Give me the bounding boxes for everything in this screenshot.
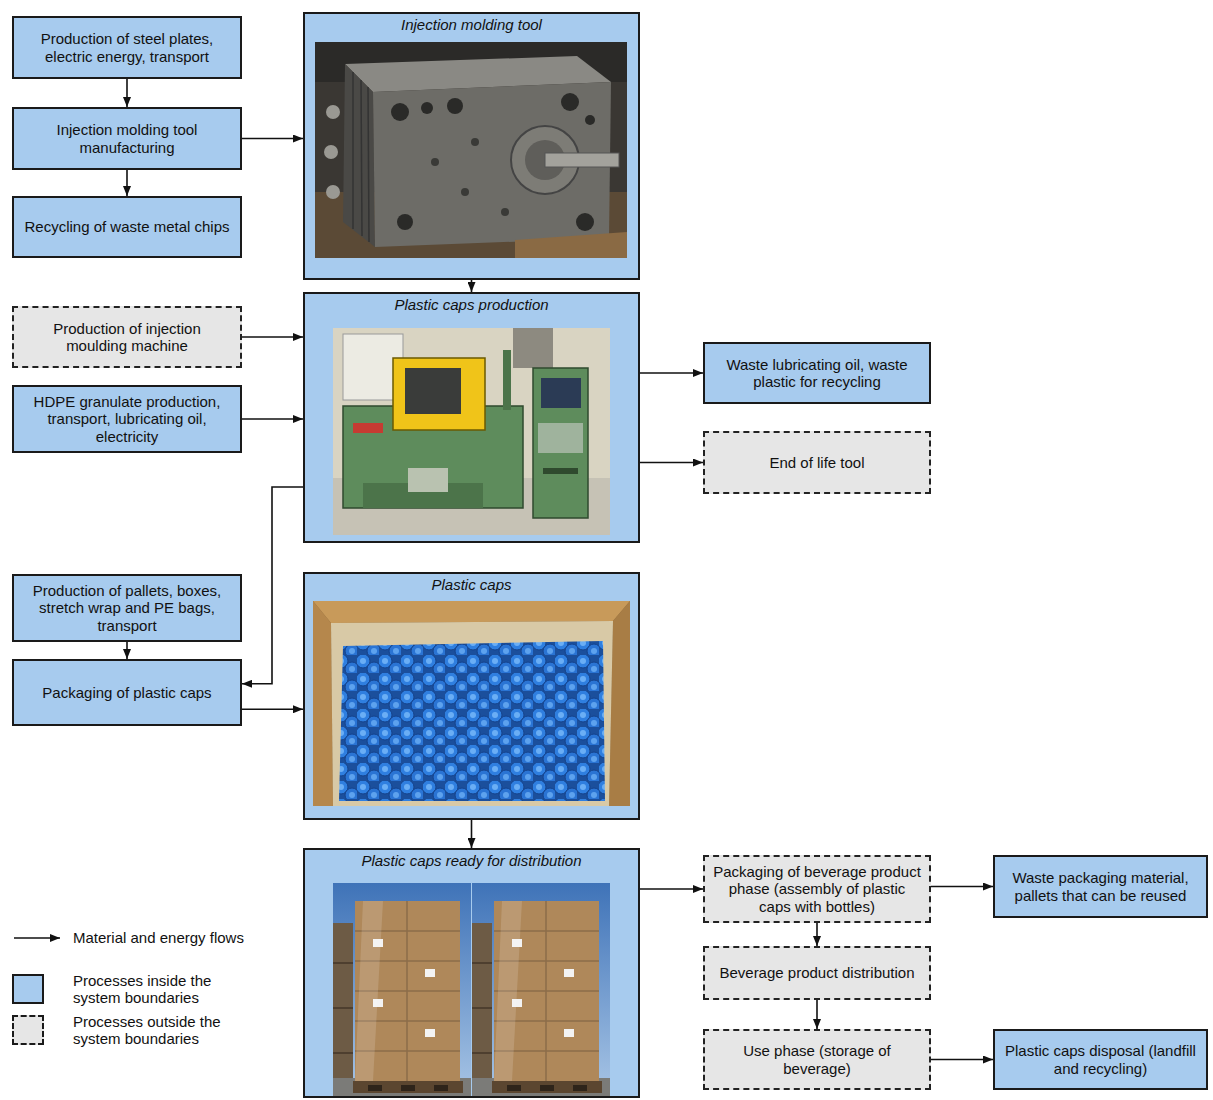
legend-swatch: [12, 1015, 44, 1045]
legend-entry: Processes outside the system boundaries: [12, 1013, 248, 1048]
process-box: Packaging of plastic caps: [12, 659, 242, 726]
mold-tool-photo: [315, 42, 627, 258]
flow-arrow: [640, 888, 703, 890]
legend-label: Processes outside the system boundaries: [73, 1013, 248, 1048]
node-label: Production of injection moulding machine: [21, 320, 233, 355]
legend-label: Processes inside the system boundaries: [73, 972, 248, 1007]
flow-arrow: [242, 138, 303, 140]
flow-arrow: [242, 418, 303, 420]
excluded-process-box: Use phase (storage of beverage): [703, 1029, 931, 1090]
process-box: Recycling of waste metal chips: [12, 196, 242, 258]
process-box: HDPE granulate production, transport, lu…: [12, 385, 242, 453]
excluded-process-box: Packaging of beverage product phase (ass…: [703, 855, 931, 923]
flow-arrow: [242, 708, 303, 710]
excluded-process-box: Production of injection moulding machine: [12, 306, 242, 368]
panel-heading: Injection molding tool: [401, 16, 542, 33]
process-box: Production of steel plates, electric ene…: [12, 16, 242, 79]
injection-machine-photo: [333, 328, 610, 535]
node-label: Recycling of waste metal chips: [24, 218, 229, 235]
caps-box-photo: [313, 601, 630, 806]
node-label: Injection molding tool manufacturing: [21, 121, 233, 156]
process-box: Waste lubricating oil, waste plastic for…: [703, 342, 931, 404]
pallet-photo: [333, 883, 610, 1098]
flow-arrow: [471, 820, 473, 848]
legend-key: [12, 929, 62, 947]
node-label: Production of steel plates, electric ene…: [21, 30, 233, 65]
legend: Material and energy flowsProcesses insid…: [12, 929, 248, 1047]
flow-arrow: [931, 886, 993, 888]
panel-heading: Plastic caps ready for distribution: [361, 852, 581, 869]
flow-arrow: [816, 923, 818, 946]
node-label: Beverage product distribution: [719, 964, 914, 981]
stage-panel-fill: [303, 12, 640, 1098]
process-box: Waste packaging material, pallets that c…: [993, 855, 1208, 918]
flow-arrow: [242, 487, 303, 684]
node-label: Waste packaging material, pallets that c…: [1002, 869, 1199, 904]
flow-arrow: [816, 1000, 818, 1029]
process-box: Plastic caps disposal (landfill and recy…: [993, 1029, 1208, 1090]
panel-heading: Plastic caps: [431, 576, 511, 593]
flow-arrow: [471, 280, 473, 292]
flow-arrow: [640, 462, 703, 464]
node-label: Packaging of plastic caps: [42, 684, 211, 701]
node-label: HDPE granulate production, transport, lu…: [21, 393, 233, 445]
flow-arrow: [126, 79, 128, 107]
legend-entry: Material and energy flows: [12, 929, 248, 947]
stage-panel: Plastic caps: [303, 572, 640, 820]
node-label: Production of pallets, boxes, stretch wr…: [21, 582, 233, 634]
process-box: Production of pallets, boxes, stretch wr…: [12, 574, 242, 642]
node-label: Use phase (storage of beverage): [712, 1042, 922, 1077]
excluded-process-box: End of life tool: [703, 431, 931, 494]
flow-arrow: [242, 336, 303, 338]
stage-panel: Injection molding tool: [303, 12, 640, 280]
flow-arrow: [126, 642, 128, 659]
stage-panel: Plastic caps ready for distribution: [303, 848, 640, 1098]
node-label: Waste lubricating oil, waste plastic for…: [712, 356, 922, 391]
flow-arrow: [931, 1059, 993, 1061]
legend-entry: Processes inside the system boundaries: [12, 972, 248, 1007]
node-label: Plastic caps disposal (landfill and recy…: [1002, 1042, 1199, 1077]
excluded-process-box: Beverage product distribution: [703, 946, 931, 1000]
panel-heading: Plastic caps production: [394, 296, 548, 313]
legend-label: Material and energy flows: [73, 929, 244, 946]
legend-key: [12, 1015, 62, 1045]
flow-arrow: [126, 170, 128, 196]
flow-arrow: [640, 372, 703, 374]
stage-panel: Plastic caps production: [303, 292, 640, 543]
legend-swatch: [12, 974, 44, 1004]
legend-key: [12, 974, 62, 1004]
node-label: End of life tool: [769, 454, 864, 471]
node-label: Packaging of beverage product phase (ass…: [712, 863, 922, 915]
legend-arrow: [12, 929, 62, 947]
process-box: Injection molding tool manufacturing: [12, 107, 242, 170]
